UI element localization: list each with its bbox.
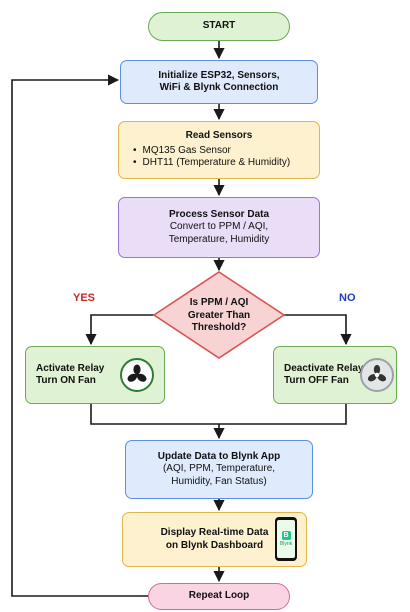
decision-line-2: Greater Than <box>187 309 251 321</box>
init-step: Initialize ESP32, Sensors, WiFi & Blynk … <box>120 60 318 104</box>
yes-label: YES <box>73 292 96 304</box>
process-title: Process Sensor Data <box>168 208 270 220</box>
read-sensors-title: Read Sensors <box>185 130 253 142</box>
decision-text: Is PPM / AQI Greater Than Threshold? <box>164 297 274 335</box>
repeat-label: Repeat Loop <box>188 590 250 602</box>
display-line-2: on Blynk Dashboard <box>165 539 264 551</box>
fan-off-glyph <box>367 364 387 382</box>
blynk-logo-icon: B <box>281 531 291 540</box>
read-sensors-step: Read Sensors MQ135 Gas Sensor DHT11 (Tem… <box>118 121 320 179</box>
fan-icon <box>360 358 394 392</box>
process-line-2: Temperature, Humidity <box>168 233 270 245</box>
update-line-1: (AQI, PPM, Temperature, <box>162 463 276 475</box>
arrow-no-branch <box>282 314 352 346</box>
phone-screen: B Blynk <box>277 520 295 558</box>
line-activate-merge <box>90 404 347 425</box>
start-label: START <box>202 20 236 32</box>
blynk-app-text: Blynk <box>279 541 293 547</box>
repeat-loop-terminal: Repeat Loop <box>148 583 290 610</box>
arrow-yes-branch <box>85 314 156 346</box>
decision-diamond <box>152 271 286 359</box>
fan-on-glyph <box>127 364 147 382</box>
start-terminal: START <box>148 12 290 41</box>
update-title: Update Data to Blynk App <box>157 450 281 462</box>
activate-line-1: Activate Relay <box>36 362 105 374</box>
process-line-1: Convert to PPM / AQI, <box>169 221 269 233</box>
no-label: NO <box>339 292 356 304</box>
fan-icon <box>120 358 154 392</box>
activate-line-2: Turn ON Fan <box>36 375 96 386</box>
sensor-list: MQ135 Gas Sensor DHT11 (Temperature & Hu… <box>119 145 319 170</box>
deactivate-line-1: Deactivate Relay <box>284 362 364 374</box>
update-line-2: Humidity, Fan Status) <box>171 475 267 487</box>
arrow-loop-back <box>11 74 148 597</box>
display-line-1: Display Real-time Data <box>160 527 269 538</box>
process-step: Process Sensor Data Convert to PPM / AQI… <box>118 197 320 258</box>
decision-line-3: Threshold? <box>191 322 247 333</box>
smartphone-icon: B Blynk <box>275 517 297 561</box>
deactivate-line-2: Turn OFF Fan <box>284 375 349 386</box>
init-line-2: WiFi & Blynk Connection <box>159 82 279 93</box>
init-line-1: Initialize ESP32, Sensors, <box>158 69 280 81</box>
sensor-item-mq135: MQ135 Gas Sensor <box>133 145 319 158</box>
sensor-item-dht11: DHT11 (Temperature & Humidity) <box>133 157 319 170</box>
update-blynk-step: Update Data to Blynk App (AQI, PPM, Temp… <box>125 440 313 499</box>
decision-line-1: Is PPM / AQI <box>189 297 249 308</box>
